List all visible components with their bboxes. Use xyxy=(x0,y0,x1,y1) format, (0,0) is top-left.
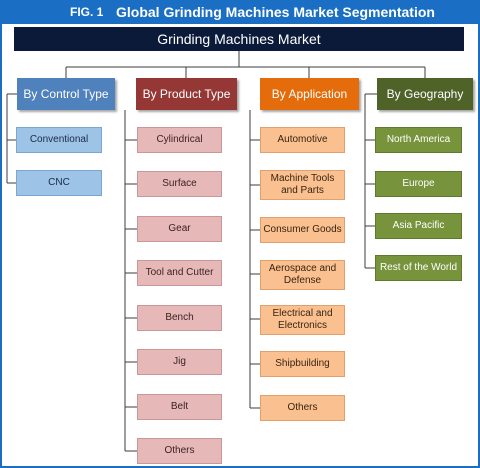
segment-europe: Europe xyxy=(375,171,462,197)
segment-asia-pacific: Asia Pacific xyxy=(375,213,462,239)
segment-gear: Gear xyxy=(137,216,222,242)
category-geography: By Geography xyxy=(377,78,473,110)
segment-consumer-goods: Consumer Goods xyxy=(260,217,345,243)
segment-shipbuilding: Shipbuilding xyxy=(260,351,345,377)
segment-belt: Belt xyxy=(137,394,222,420)
category-control-type: By Control Type xyxy=(17,78,115,110)
root-node: Grinding Machines Market xyxy=(14,27,464,51)
segment-cnc: CNC xyxy=(16,170,102,196)
segment-electrical-electronics: Electrical and Electronics xyxy=(260,305,345,335)
figure-number: FIG. 1 xyxy=(70,5,104,19)
category-product-type: By Product Type xyxy=(136,78,237,110)
segment-bench: Bench xyxy=(137,305,222,331)
figure-title: Global Grinding Machines Market Segmenta… xyxy=(116,4,435,20)
segment-machine-tools: Machine Tools and Parts xyxy=(260,170,345,200)
segment-surface: Surface xyxy=(137,171,222,197)
segment-automotive: Automotive xyxy=(260,127,345,153)
segment-conventional: Conventional xyxy=(16,127,102,153)
segment-application-others: Others xyxy=(260,395,345,421)
segment-rest-of-world: Rest of the World xyxy=(375,255,462,281)
segment-product-others: Others xyxy=(137,438,222,464)
segment-north-america: North America xyxy=(375,127,462,153)
segment-cylindrical: Cylindrical xyxy=(137,127,222,153)
segment-tool-and-cutter: Tool and Cutter xyxy=(137,260,222,286)
segment-jig: Jig xyxy=(137,349,222,375)
category-application: By Application xyxy=(260,78,359,110)
segment-aerospace-defense: Aerospace and Defense xyxy=(260,260,345,290)
title-bar: FIG. 1 Global Grinding Machines Market S… xyxy=(2,2,480,24)
